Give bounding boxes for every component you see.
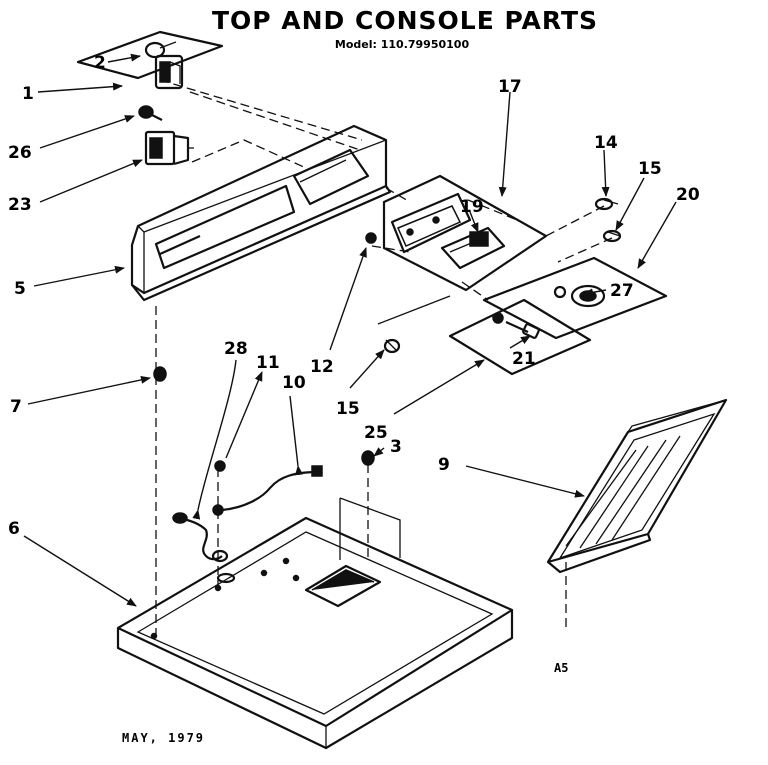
top-panel-part-6 — [116, 516, 514, 750]
selector-switch-part-27 — [553, 284, 606, 308]
callout-17: 17 — [498, 77, 522, 97]
date-stamp: MAY, 1979 — [122, 731, 205, 745]
timer-dial-part-19 — [390, 192, 472, 254]
push-switch-part-23 — [144, 130, 194, 166]
callout-7: 7 — [10, 397, 22, 417]
console-end-bracket-part-17 — [382, 174, 548, 292]
control-mount-plate-part-20 — [482, 256, 668, 340]
callout-10: 10 — [282, 373, 306, 393]
callout-2: 2 — [94, 53, 106, 73]
callout-5: 5 — [14, 279, 26, 299]
wire-harness-part-10 — [221, 465, 323, 512]
switch-mount-plate-part-1 — [76, 30, 224, 80]
console-panel-part-5 — [130, 124, 392, 302]
screw-part-15-upper — [602, 229, 622, 243]
callout-11: 11 — [256, 353, 280, 373]
callout-20: 20 — [676, 185, 700, 205]
callout-25: 25 — [364, 423, 388, 443]
callout-14: 14 — [594, 133, 618, 153]
model-number: Model: 110.79950100 — [335, 38, 470, 51]
callout-1: 1 — [22, 84, 34, 104]
rear-bracket-part-25 — [377, 295, 592, 376]
callout-15-lower: 15 — [336, 399, 360, 419]
callout-26: 26 — [8, 143, 32, 163]
callout-23: 23 — [8, 195, 32, 215]
callout-12: 12 — [310, 357, 334, 377]
explode-lines — [155, 79, 613, 640]
screw-part-7 — [153, 366, 167, 382]
callout-labels: 1 2 26 23 5 7 6 28 11 10 12 15 25 3 9 17… — [8, 53, 700, 539]
leader-lines — [23, 53, 677, 607]
screw-part-3 — [361, 450, 375, 466]
corner-code: A5 — [554, 661, 568, 675]
callout-19: 19 — [460, 197, 484, 217]
callout-3: 3 — [390, 437, 402, 457]
lint-screen-door-part-9 — [546, 398, 728, 574]
callout-6: 6 — [8, 519, 20, 539]
ground-wire-part-28 — [172, 512, 229, 563]
callout-9: 9 — [438, 455, 450, 475]
callout-15-upper: 15 — [638, 159, 662, 179]
callout-27: 27 — [610, 281, 634, 301]
screw-part-14 — [594, 197, 619, 211]
vent-shroud — [339, 497, 401, 560]
callout-21: 21 — [512, 349, 536, 369]
screw-part-26 — [138, 105, 163, 121]
screw-part-11 — [212, 460, 226, 516]
diagram-title: TOP AND CONSOLE PARTS — [212, 6, 598, 35]
screw-part-15-lower — [383, 338, 401, 354]
nut-part-12 — [365, 232, 377, 244]
callout-28: 28 — [224, 339, 248, 359]
